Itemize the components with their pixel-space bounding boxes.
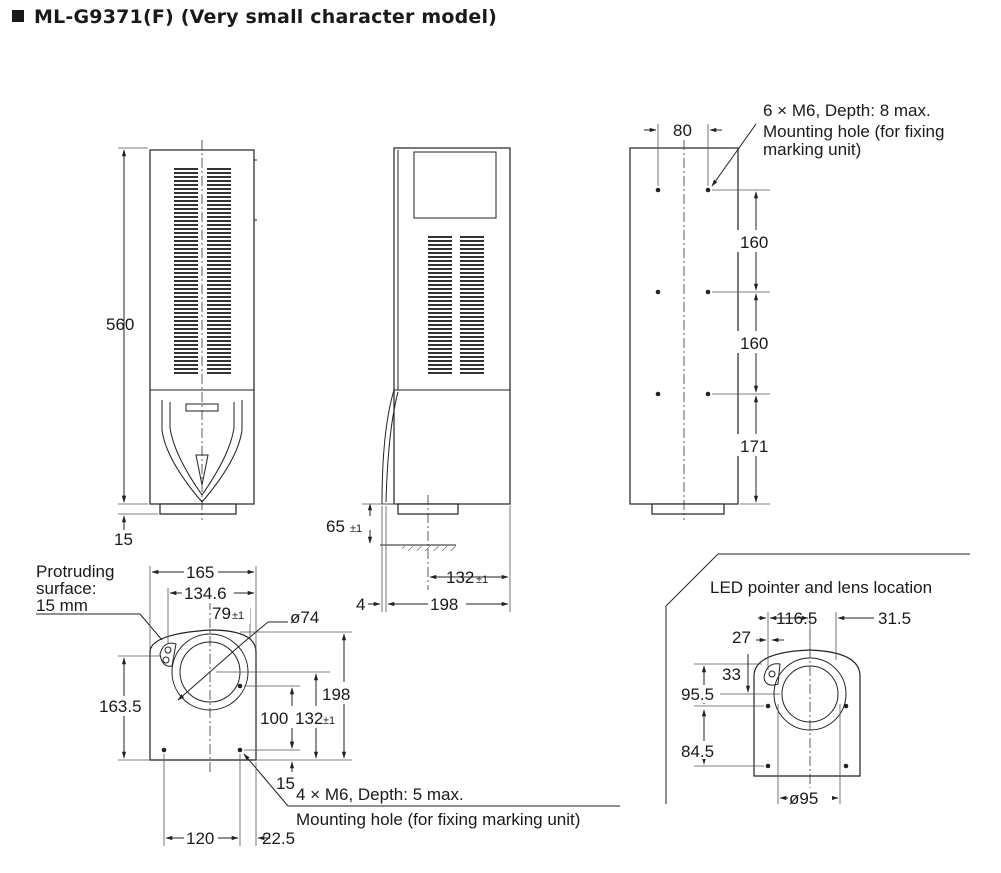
depth-label: 198: [430, 595, 458, 614]
bottom-height-label: 198: [322, 685, 350, 704]
square-bullet-icon: [12, 10, 24, 22]
right-offset-label: 22.5: [262, 829, 295, 848]
side-curved-front: [381, 389, 395, 505]
led-diameter-label: ø95: [789, 789, 818, 808]
bottom-note-line2: Mounting hole (for fixing marking unit): [296, 810, 580, 829]
bottom-note-line1: 4 × M6, Depth: 5 max.: [296, 785, 464, 804]
pointer-vertical-label: 33: [722, 665, 741, 684]
led-title: LED pointer and lens location: [710, 578, 932, 597]
height-label: 560: [106, 315, 134, 334]
led-left-label: 116.5: [776, 609, 817, 628]
led-pointer-view: LED pointer and lens location 116.5 31.5…: [665, 553, 970, 808]
hole-vertical-label: 100: [260, 709, 288, 728]
lens-depth-label: 132: [446, 568, 474, 587]
side-view: 65 ±1 132 ±1 198 4: [326, 147, 511, 614]
led-mounting-holes: [765, 703, 849, 769]
back-note-line3: marking unit): [763, 140, 861, 159]
lens-depth-tolerance: ±1: [476, 574, 488, 586]
lens-vertical-label: 132: [295, 709, 323, 728]
center-offset-tolerance: ±1: [232, 610, 244, 622]
focal-offset-label: 65: [326, 517, 345, 536]
side-left-offset-label: 4: [356, 595, 365, 614]
hole-spacing-label: 80: [673, 121, 692, 140]
pitch1-label: 160: [740, 233, 768, 252]
front-vent-right: [207, 168, 231, 376]
back-note-line1: 6 × M6, Depth: 8 max.: [763, 101, 931, 120]
led-pointer-icon: [763, 663, 781, 686]
lens-diameter-label: ø74: [290, 608, 319, 627]
bottom-offset-label: 15: [114, 530, 133, 549]
hole-offset-label: 15: [276, 774, 295, 793]
led-outline: [753, 649, 861, 777]
protrude-line3: 15 mm: [36, 596, 88, 615]
led-right-label: 31.5: [878, 609, 911, 628]
pitch2-label: 160: [740, 334, 768, 353]
side-handle-recess: [413, 151, 497, 219]
focal-offset-tolerance: ±1: [350, 523, 362, 535]
bottom-mounting-holes: [161, 683, 243, 753]
lens-vertical-tolerance: ±1: [323, 715, 335, 727]
front-view: 560 15: [106, 140, 257, 549]
lens-diameter-line: [177, 641, 245, 701]
back-view: 80 6 × M6, Depth: 8 max. Mounting hole (…: [629, 101, 944, 520]
center-offset-label: 79: [212, 604, 231, 623]
page-title: ML-G9371(F) (Very small character model): [12, 6, 497, 28]
protrude-line1: Protruding: [36, 562, 114, 581]
pitch3-label: 171: [740, 437, 768, 456]
front-vent-left: [174, 168, 198, 376]
left-height-label: 163.5: [99, 697, 142, 716]
width-label: 165: [186, 563, 214, 582]
front-lens-base: [159, 503, 237, 515]
back-note-line2: Mounting hole (for fixing: [763, 122, 944, 141]
pointer-horizontal-label: 27: [732, 628, 751, 647]
bottom-view: ø74 Protruding surface: 15 mm 165 134.6: [36, 562, 620, 848]
led-upper-label: 95.5: [681, 685, 714, 704]
side-vent-right: [460, 234, 484, 376]
bottom-outline: [149, 629, 257, 761]
back-lens-base: [651, 503, 725, 515]
back-mounting-holes: [655, 187, 711, 397]
led-lower-label: 84.5: [681, 742, 714, 761]
inner-width-label: 134.6: [184, 584, 227, 603]
hole-horizontal-label: 120: [186, 829, 214, 848]
side-vent-left: [428, 234, 452, 376]
protrusion-icon: [159, 642, 177, 667]
page-title-text: ML-G9371(F) (Very small character model): [34, 6, 498, 28]
protrude-line2: surface:: [36, 579, 96, 598]
